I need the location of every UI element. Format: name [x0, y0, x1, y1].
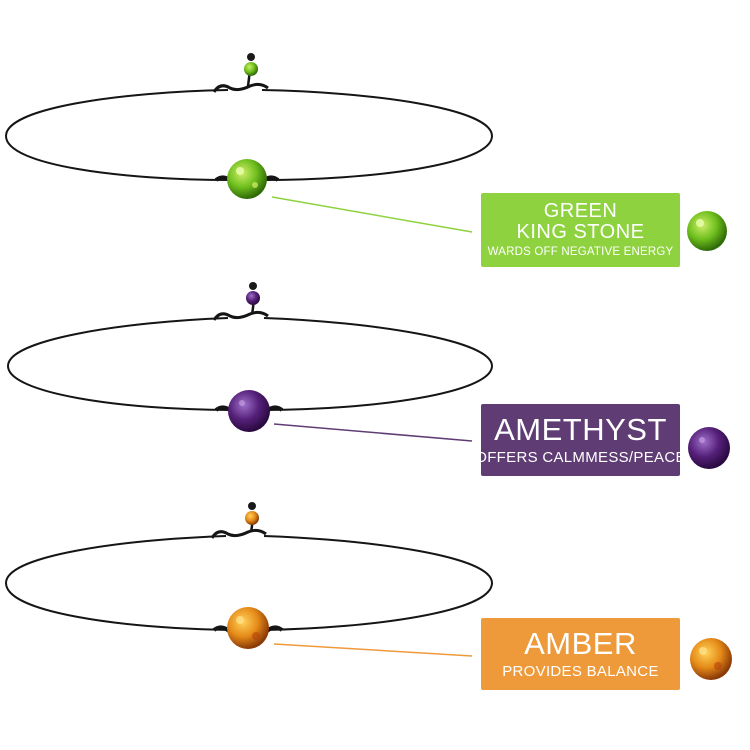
bead-sparkle	[236, 616, 244, 624]
necklace-amethyst	[6, 282, 730, 469]
pendant-bead	[227, 607, 269, 649]
bead-sparkle	[236, 167, 244, 175]
leader-line	[273, 643, 473, 657]
small-sliding-bead	[244, 62, 258, 76]
cord-knot	[212, 82, 269, 93]
label-subtitle: OFFERS CALMMESS/PEACE	[475, 449, 686, 467]
bead-sparkle	[252, 632, 260, 640]
label-title: AMBER	[524, 625, 637, 661]
bead-sparkle	[239, 400, 245, 406]
label-green-king-stone: GREEN KING STONE WARDS OFF NEGATIVE ENER…	[481, 193, 680, 267]
leader-line	[273, 423, 473, 442]
label-amber: AMBER PROVIDES BALANCE	[481, 618, 680, 690]
bead-sparkle	[252, 182, 258, 188]
small-sliding-bead-top	[249, 282, 257, 290]
label-title-line1: GREEN	[543, 200, 618, 223]
small-sliding-bead	[246, 291, 260, 305]
pendant-bead	[228, 390, 270, 432]
label-subtitle: WARDS OFF NEGATIVE ENERGY	[487, 246, 674, 259]
cord	[263, 317, 494, 411]
cord	[4, 535, 231, 631]
pendant-bead	[227, 159, 267, 199]
bead-sparkle	[696, 219, 704, 227]
bead-sparkle	[714, 662, 722, 670]
bead-sparkle	[699, 437, 705, 443]
cord-knot	[212, 310, 269, 321]
label-subtitle: PROVIDES BALANCE	[502, 663, 659, 681]
label-title-line2: KING STONE	[516, 221, 645, 244]
cord	[4, 89, 233, 181]
cord	[263, 535, 494, 631]
swatch-bead	[688, 427, 730, 469]
label-amethyst: AMETHYST OFFERS CALMMESS/PEACE	[475, 404, 685, 476]
cord	[6, 317, 233, 411]
small-sliding-bead-top	[247, 53, 255, 61]
bead-sparkle	[699, 647, 707, 655]
necklace-amber	[4, 502, 732, 680]
cord	[261, 89, 494, 181]
label-title: AMETHYST	[494, 411, 667, 447]
leader-line	[271, 196, 473, 233]
cord-knot	[210, 528, 267, 539]
small-sliding-bead-top	[248, 502, 256, 510]
swatch-bead	[690, 638, 732, 680]
necklace-green	[4, 53, 727, 251]
small-sliding-bead	[245, 511, 259, 525]
swatch-bead	[687, 211, 727, 251]
